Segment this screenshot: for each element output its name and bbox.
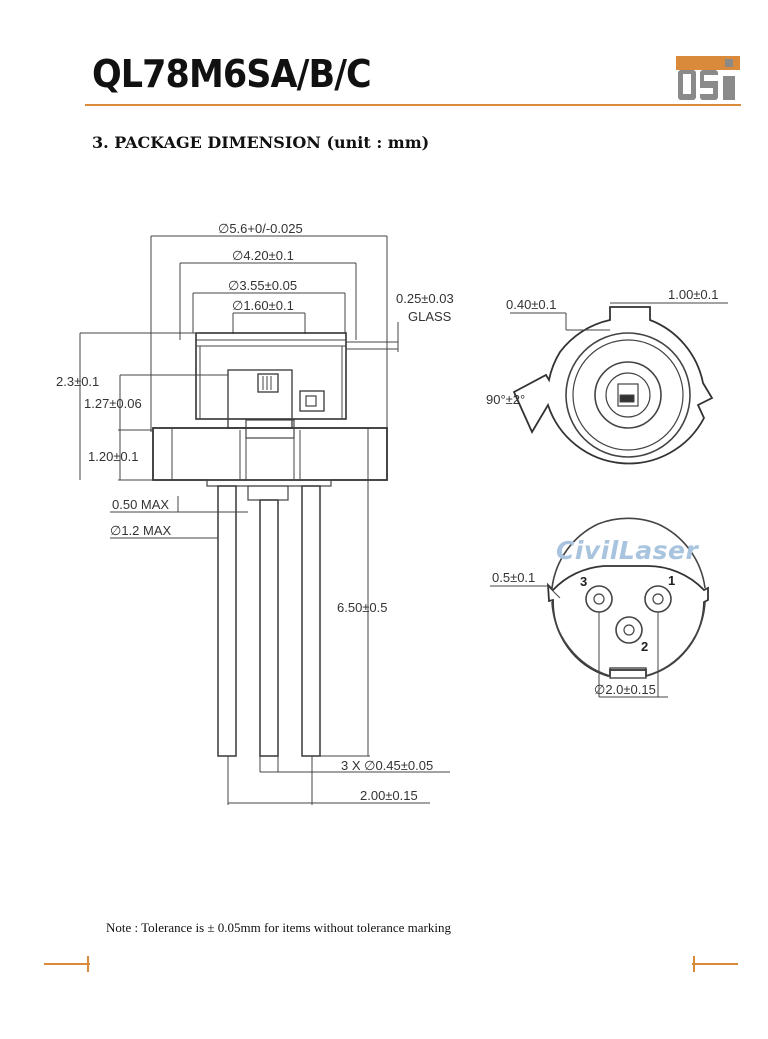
dim-040: 0.40±0.1 [506, 297, 557, 312]
dim-angle: 90°±2° [486, 392, 525, 407]
pin-3-label: 3 [580, 574, 587, 589]
title-rule [85, 104, 741, 106]
dim-lead-diameter: 3 X ∅0.45±0.05 [341, 758, 433, 773]
corner-mark-right-icon [692, 956, 738, 972]
dim-flange-height: 1.20±0.1 [88, 449, 139, 464]
dim-max-diameter-12: ∅1.2 MAX [110, 523, 172, 538]
dim-lead-length: 6.50±0.5 [337, 600, 388, 615]
qsi-logo-icon [676, 56, 740, 100]
dim-pin-spacing: 2.00±0.15 [360, 788, 418, 803]
dim-05: 0.5±0.1 [492, 570, 535, 585]
tolerance-note: Note : Tolerance is ± 0.05mm for items w… [106, 920, 451, 935]
corner-mark-left-icon [44, 956, 90, 972]
pin-2-label: 2 [641, 639, 648, 654]
dim-pin-circle-diameter: ∅2.0±0.15 [594, 682, 656, 697]
dim-window-diameter: ∅3.55±0.05 [228, 278, 297, 293]
watermark: CivilLaser [556, 536, 699, 565]
section-heading: 3. PACKAGE DIMENSION (unit : mm) [92, 133, 430, 152]
dim-outer-diameter: ∅5.6+0/-0.025 [218, 221, 303, 236]
glass-label: GLASS [408, 309, 452, 324]
dim-max-050: 0.50 MAX [112, 497, 169, 512]
dim-chip-height: 1.27±0.06 [84, 396, 142, 411]
dim-glass-thickness: 0.25±0.03 [396, 291, 454, 306]
dim-total-height: 2.3±0.1 [56, 374, 99, 389]
dim-cap-diameter: ∅4.20±0.1 [232, 248, 294, 263]
pin-1-label: 1 [668, 573, 675, 588]
dim-inner-diameter: ∅1.60±0.1 [232, 298, 294, 313]
page-title: QL78M6SA/B/C [92, 52, 372, 96]
dim-100: 1.00±0.1 [668, 287, 719, 302]
